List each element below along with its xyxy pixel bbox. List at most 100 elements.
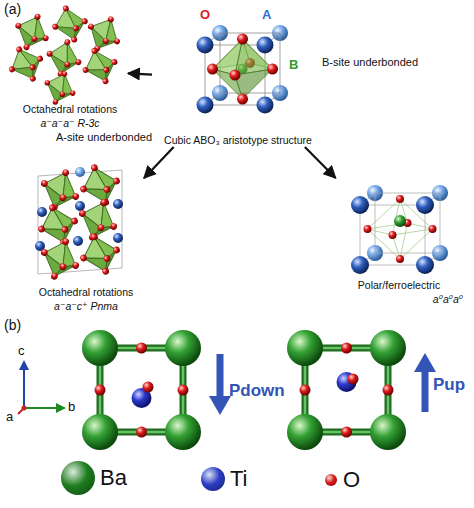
batio3-cell-down bbox=[82, 330, 231, 450]
legend-label: Ti bbox=[230, 468, 248, 490]
polarization-head bbox=[414, 353, 436, 372]
octahedron bbox=[74, 158, 126, 212]
oxygen-atom bbox=[383, 385, 394, 396]
oxygen-atom bbox=[95, 385, 106, 396]
polar-structure: Polar/ferroelectrica⁰a⁰a⁰ bbox=[335, 178, 463, 306]
mechanism-note: B-site underbonded bbox=[322, 56, 418, 68]
octahedron bbox=[32, 198, 84, 252]
axis-head bbox=[19, 360, 29, 370]
barium-atom bbox=[82, 414, 118, 450]
oxygen-atom bbox=[364, 225, 372, 233]
axis-label: c bbox=[18, 344, 25, 358]
polarization-head bbox=[209, 396, 231, 415]
cell-edge bbox=[205, 33, 280, 105]
a-site-atom bbox=[351, 196, 369, 214]
octahedron bbox=[2, 39, 51, 89]
oxygen-atom bbox=[136, 427, 147, 438]
axis-b bbox=[24, 407, 58, 409]
oxygen-atom bbox=[207, 64, 218, 75]
rotation-structure: Octahedral rotationsa⁻a⁻c⁺ Pnma bbox=[28, 165, 144, 313]
oxygen-atom bbox=[178, 385, 189, 396]
legend-label: Ba bbox=[100, 467, 127, 489]
polarization-label: Pdown bbox=[229, 382, 285, 401]
a-site-atom bbox=[257, 97, 274, 114]
oxygen-atom bbox=[143, 382, 154, 393]
barium-atom bbox=[165, 414, 201, 450]
barium-atom bbox=[287, 330, 323, 366]
batio3-cell-up bbox=[287, 330, 436, 450]
a-site-atom bbox=[113, 233, 123, 243]
cubic-cell bbox=[197, 25, 289, 114]
polarization-arrow bbox=[217, 354, 224, 398]
a-site-atom bbox=[113, 199, 123, 209]
oxygen-atom bbox=[230, 70, 241, 81]
polarization-arrow bbox=[422, 370, 429, 412]
atom-swatch bbox=[201, 467, 225, 491]
oxygen-atom bbox=[396, 255, 404, 263]
oxygen-atom bbox=[237, 34, 248, 45]
site-label: O bbox=[200, 8, 210, 22]
barium-atom bbox=[165, 330, 201, 366]
a-site-atom bbox=[197, 97, 214, 114]
a-site-atom bbox=[416, 256, 434, 274]
symmetry-notation: a⁰a⁰a⁰ bbox=[433, 292, 463, 306]
aristotype-structure: Cubic ABO₃ aristotype structure bbox=[152, 12, 324, 147]
site-label: B bbox=[289, 58, 298, 72]
atom-swatch bbox=[325, 474, 337, 486]
distortion-arrow bbox=[305, 147, 336, 178]
cell-edge bbox=[360, 193, 440, 265]
a-site-atom bbox=[73, 236, 83, 246]
atom-swatch bbox=[61, 461, 95, 495]
legend-label: O bbox=[343, 469, 360, 491]
axis-label: b bbox=[68, 400, 75, 414]
octahedron bbox=[77, 42, 124, 90]
structure-caption: Polar/ferroelectric bbox=[358, 278, 440, 292]
polarization-label: Pup bbox=[433, 376, 465, 395]
axis-head bbox=[56, 403, 66, 413]
a-site-atom bbox=[416, 196, 434, 214]
panel-label: (b) bbox=[4, 318, 21, 333]
a-site-atom bbox=[75, 201, 85, 211]
barium-atom bbox=[370, 330, 406, 366]
mechanism-note: A-site underbonded bbox=[56, 131, 152, 143]
oxygen-atom bbox=[429, 225, 437, 233]
axis-c bbox=[23, 368, 25, 408]
octahedron bbox=[34, 163, 86, 217]
r3c-octahedra bbox=[2, 1, 129, 110]
oxygen-atom bbox=[300, 385, 311, 396]
rotation-structure: Octahedral rotationsa⁻a⁻a⁻ R-3c bbox=[12, 10, 128, 130]
structure-caption: Octahedral rotations bbox=[39, 285, 134, 299]
a-site-atom bbox=[37, 207, 47, 217]
octahedron bbox=[34, 232, 86, 286]
barium-atom bbox=[370, 414, 406, 450]
axis-triad bbox=[18, 360, 66, 414]
octahedron bbox=[74, 227, 126, 281]
a-site-atom bbox=[257, 37, 274, 54]
panel-label: (a) bbox=[4, 2, 21, 17]
distortion-arrow bbox=[144, 147, 174, 178]
structure-caption: Octahedral rotations bbox=[23, 102, 118, 116]
a-site-atom bbox=[197, 37, 214, 54]
site-label: A bbox=[262, 8, 271, 22]
oxygen-atom bbox=[136, 343, 147, 354]
distortion-arrow bbox=[128, 73, 152, 74]
oxygen-atom bbox=[348, 374, 359, 385]
axis-label: a bbox=[6, 410, 13, 424]
a-site-atom bbox=[75, 167, 85, 177]
symmetry-notation: a⁻a⁻a⁻ R-3c bbox=[40, 116, 99, 130]
oxygen-atom bbox=[396, 195, 404, 203]
oxygen-atom bbox=[237, 94, 248, 105]
polar-cell bbox=[351, 185, 448, 274]
oxygen-atom bbox=[267, 64, 278, 75]
octahedron bbox=[80, 9, 129, 59]
barium-atom bbox=[82, 330, 118, 366]
a-site-atom bbox=[351, 256, 369, 274]
axis-origin bbox=[22, 406, 27, 411]
octahedron bbox=[48, 1, 93, 47]
b-site-atom bbox=[394, 215, 406, 227]
oxygen-atom bbox=[341, 343, 352, 354]
symmetry-notation: a⁻a⁻c⁺ Pnma bbox=[54, 299, 118, 313]
